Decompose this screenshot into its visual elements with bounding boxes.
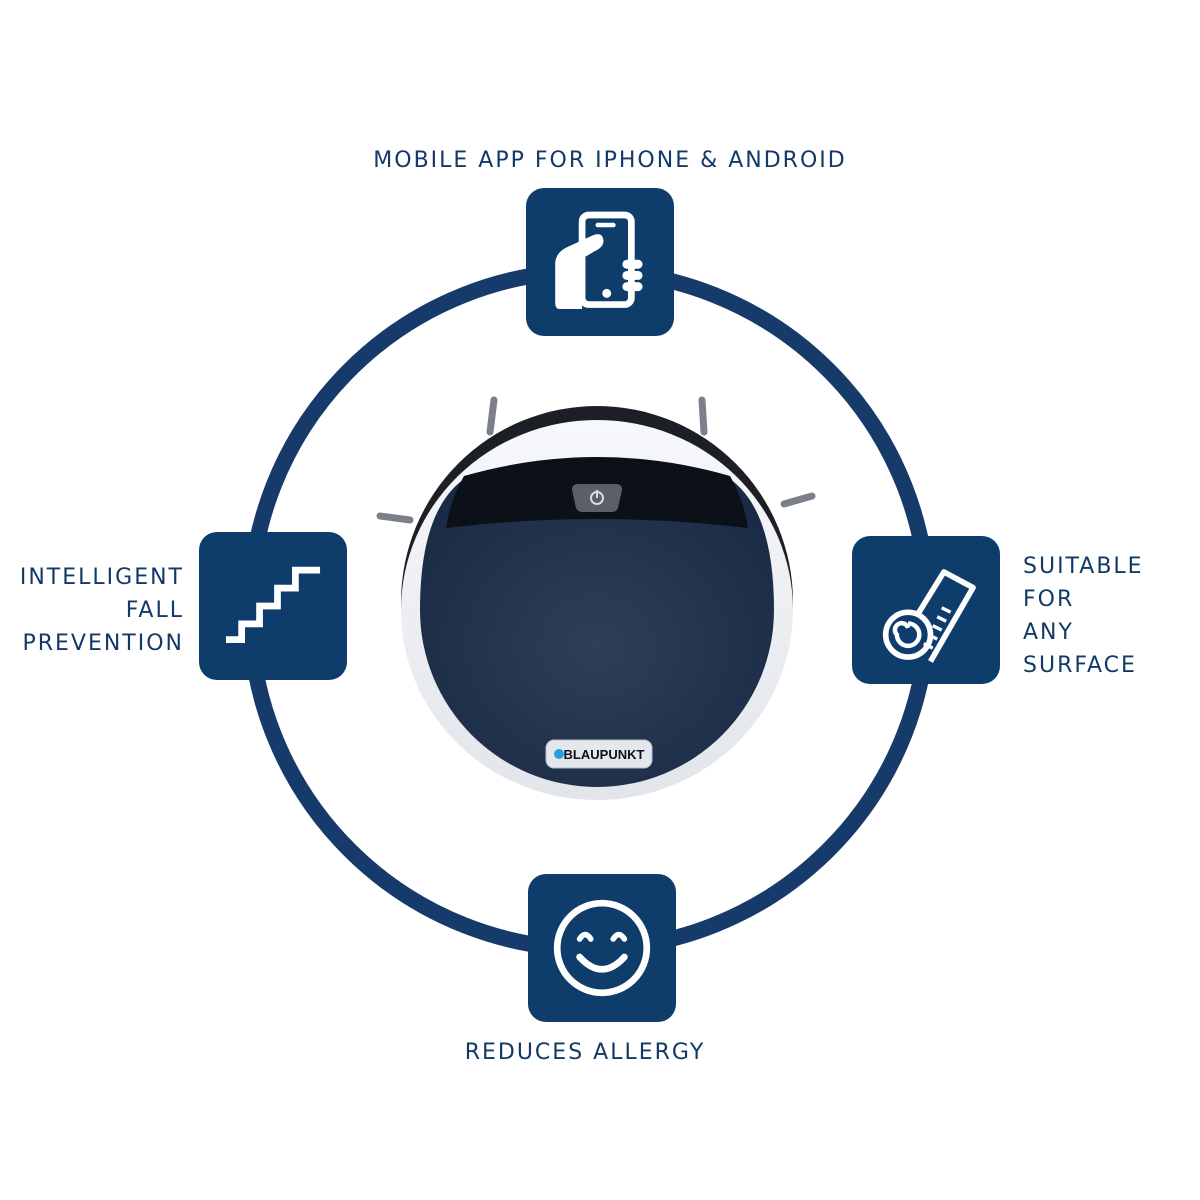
smiley-face-icon bbox=[553, 899, 651, 997]
label-line: FALL bbox=[125, 598, 184, 623]
label-line: PREVENTION bbox=[22, 631, 184, 656]
feature-label-any-surface: SUITABLE FOR ANY SURFACE bbox=[1023, 550, 1144, 682]
label-line: SURFACE bbox=[1023, 653, 1137, 678]
feature-label-reduces-allergy: REDUCES ALLERGY bbox=[464, 1040, 706, 1065]
brand-logo-text: BLAUPUNKT bbox=[564, 747, 645, 762]
label-line: INTELLIGENT bbox=[19, 565, 184, 590]
feature-tile-fall-prevention bbox=[199, 532, 347, 680]
label-line: FOR bbox=[1023, 587, 1075, 612]
feature-tile-any-surface bbox=[852, 536, 1000, 684]
label-line: SUITABLE bbox=[1023, 554, 1144, 579]
feature-label-mobile-app: MOBILE APP FOR IPHONE & ANDROID bbox=[373, 148, 847, 173]
hand-smartphone-icon bbox=[555, 211, 643, 310]
feature-tile-mobile-app bbox=[526, 188, 674, 336]
feature-tile-reduces-allergy bbox=[528, 874, 676, 1022]
stairs-icon bbox=[225, 566, 321, 643]
feature-label-fall-prevention: INTELLIGENT FALL PREVENTION bbox=[0, 561, 184, 660]
power-icon bbox=[572, 484, 622, 512]
label-line: ANY bbox=[1023, 620, 1074, 645]
rolled-carpet-icon bbox=[882, 569, 976, 663]
robot-vacuum-image: BLAUPUNKT bbox=[376, 396, 816, 800]
